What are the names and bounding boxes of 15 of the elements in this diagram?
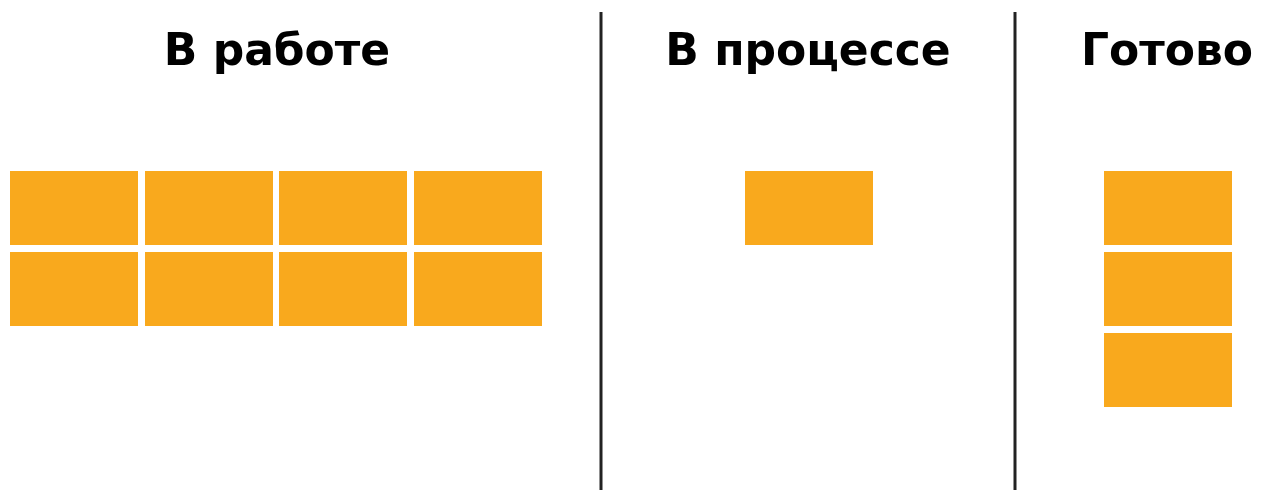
column-heading: Готово: [1080, 23, 1254, 77]
task-card: [145, 171, 273, 245]
task-card: [279, 252, 407, 326]
task-card: [745, 171, 873, 245]
task-card: [145, 252, 273, 326]
task-card: [279, 171, 407, 245]
task-card: [10, 252, 138, 326]
task-card: [1104, 171, 1232, 245]
task-card: [414, 171, 542, 245]
task-card: [1104, 333, 1232, 407]
task-card: [1104, 252, 1232, 326]
column-heading: В работе: [163, 23, 391, 77]
task-card: [10, 171, 138, 245]
task-card: [414, 252, 542, 326]
column-heading: В процессе: [665, 23, 951, 77]
